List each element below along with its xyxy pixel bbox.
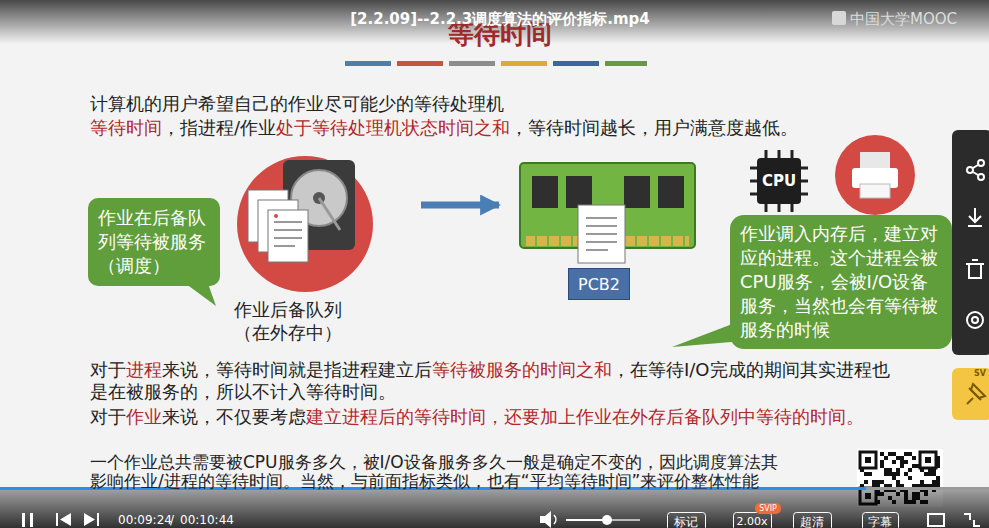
node-text: PCB2 — [568, 268, 630, 300]
node-text: 作业调入内存后，建立对应的进程。这个进程会被CPU服务，会被I/O设备服务，当然… — [740, 222, 942, 342]
body-text: 来说，等待时间就是指进程建立后 — [162, 359, 432, 380]
node-text: 作业在后备队列等待被服务（调度） — [98, 206, 210, 278]
body-text: 影响作业/进程的等待时间。当然，与前面指标类似，也有“平均等待时间”来评价整体性… — [90, 471, 759, 491]
body-text: 计算机的用户希望自己的作业尽可能少的等待处理机 — [90, 93, 504, 114]
paragraph: 对于进程来说，等待时间就是指进程建立后等待被服务的时间之和，在等待I/O完成的期… — [90, 359, 902, 403]
paragraph: 等待时间，指进程/作业处于等待处理机状态时间之和，等待时间越长，用户满意度越低。 — [90, 117, 910, 139]
svip-badge: SVIP — [759, 503, 777, 514]
body-text: ，指进程/作业 — [162, 117, 276, 138]
subtitle-button: 字幕 — [868, 514, 892, 528]
body-text: 来说，不仅要考虑 — [162, 406, 306, 427]
callout-bubble: 作业调入内存后，建立对应的进程。这个进程会被CPU服务，会被I/O设备服务，当然… — [730, 215, 952, 349]
body-text: 对于 — [90, 406, 126, 427]
time-current: 00:09:24 — [118, 513, 172, 527]
time-total: 00:10:44 — [180, 513, 234, 527]
paragraph: 影响作业/进程的等待时间。当然，与前面指标类似，也有“平均等待时间”来评价整体性… — [90, 470, 860, 492]
video-title: [2.2.09]--2.2.3调度算法的评价指标.mp4 — [350, 10, 650, 29]
mark-button: 标记 — [674, 514, 698, 528]
paragraph: 一个作业总共需要被CPU服务多久，被I/O设备服务多久一般是确定不变的，因此调度… — [90, 451, 860, 473]
body-text: ，等待时间越长，用户满意度越低。 — [510, 117, 798, 138]
highlight-text: 处于等待处理机状态时间之和 — [276, 117, 510, 138]
highlight-text: 等待被服务的时间之和 — [432, 359, 612, 380]
paragraph: 对于作业来说，不仅要考虑建立进程后的等待时间，还要加上作业在外存后备队列中等待的… — [90, 406, 910, 428]
flow-arrow — [421, 202, 499, 209]
highlight-text: 建立进程后的等待时间，还要加上作业在外存后备队列中等待的时间。 — [306, 406, 864, 427]
svip-tag: SV — [974, 369, 986, 379]
storage-queue: 作业后备队列 （在外存中） — [225, 150, 415, 350]
highlight-text: 进程 — [126, 359, 162, 380]
callout-bubble: 作业在后备队列等待被服务（调度） — [88, 198, 220, 286]
body-text: 一个作业总共需要被CPU服务多久，被I/O设备服务多久一般是确定不变的，因此调度… — [90, 452, 778, 472]
paragraph: 计算机的用户希望自己的作业尽可能少的等待处理机 — [90, 93, 910, 115]
speed-button: 2.00x — [736, 515, 767, 528]
highlight-text: 等待时间 — [90, 117, 162, 138]
highlight-text: 作业 — [126, 406, 162, 427]
site-logo: 中国大学MOOC — [850, 10, 957, 29]
memory-module: PCB2 — [505, 158, 705, 303]
node-text: 作业后备队列 （在外存中） — [232, 298, 344, 344]
chip-label: CPU — [762, 172, 796, 190]
quality-button: 超清 — [800, 514, 824, 528]
body-text: 对于 — [90, 359, 126, 380]
time-separator: / — [170, 513, 174, 527]
